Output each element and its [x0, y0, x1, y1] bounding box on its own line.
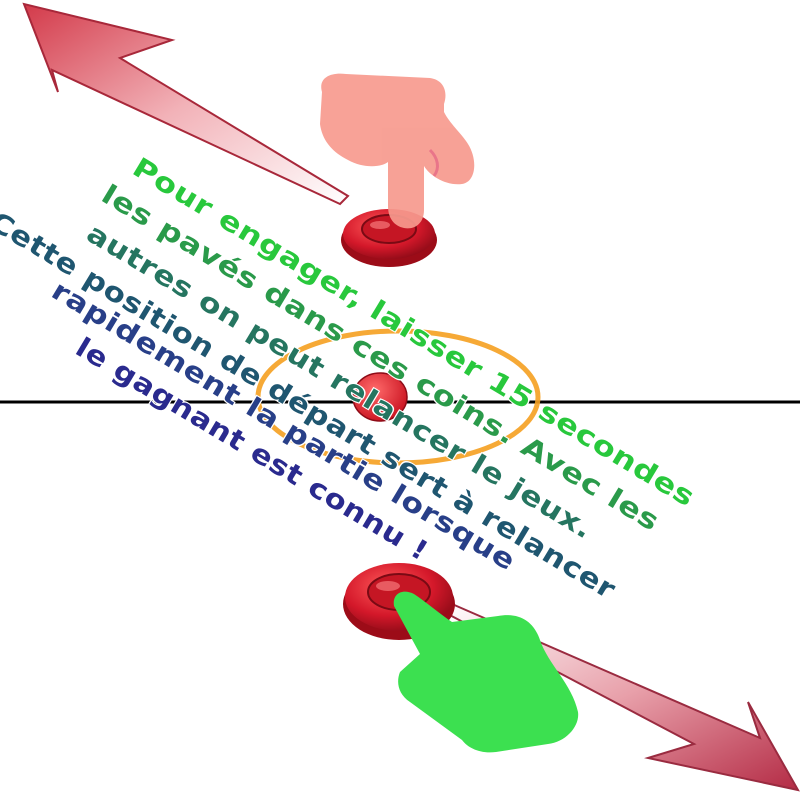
top-arrow-icon — [22, 2, 350, 206]
bottom-hand-icon — [393, 591, 579, 753]
center-ball[interactable] — [352, 372, 408, 422]
center-target-ring — [255, 328, 541, 466]
top-hand-icon — [320, 73, 475, 229]
